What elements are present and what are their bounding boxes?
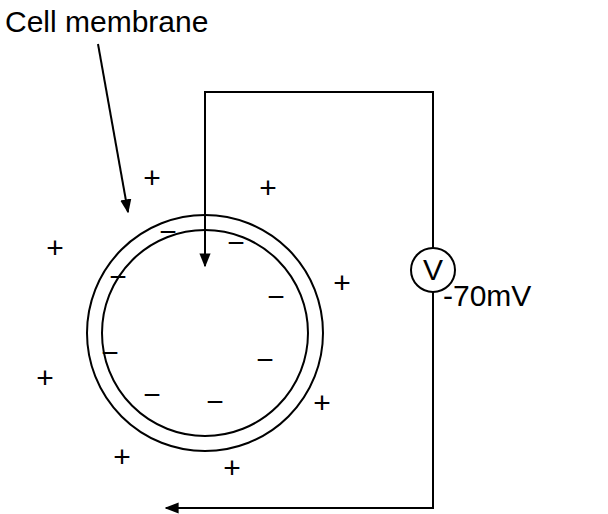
leader-line [98,44,128,212]
negative-charge: − [206,387,224,417]
reference-wire [166,292,433,508]
positive-charge: + [36,363,54,393]
negative-charge: − [143,380,161,410]
voltage-value: -70mV [443,281,531,311]
meter-circle [411,248,455,292]
voltmeter-symbol: V [409,246,457,294]
negative-charge: − [267,282,285,312]
negative-charge: − [159,217,177,247]
positive-charge: + [313,388,331,418]
negative-charge: − [109,262,127,292]
positive-charge: + [333,268,351,298]
meter-letter: V [423,255,443,285]
part-label: Cell membrane [5,7,208,37]
positive-charge: + [113,442,131,472]
negative-charge: − [256,345,274,375]
positive-charge: + [46,233,64,263]
positive-charge: + [223,453,241,483]
positive-charge: + [143,163,161,193]
positive-charge: + [259,173,277,203]
negative-charge: − [101,338,119,368]
electrode-wire [205,92,433,266]
negative-charge: − [227,228,245,258]
